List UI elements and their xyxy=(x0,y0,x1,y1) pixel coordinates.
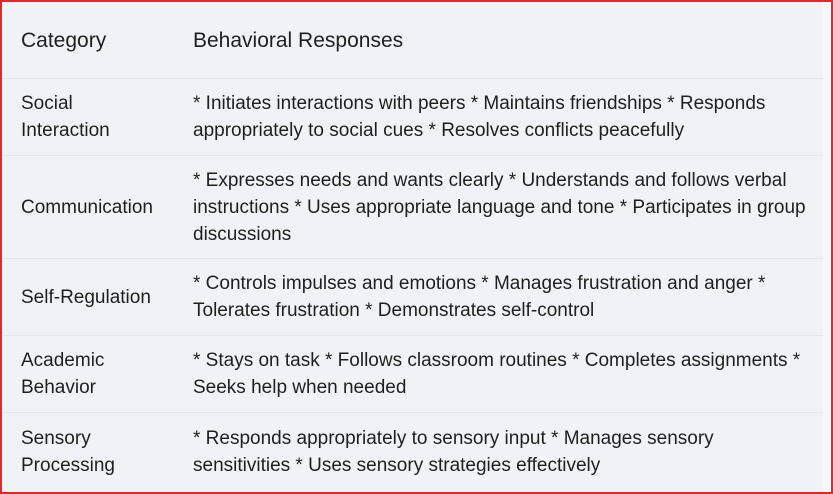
row-category: Self-Regulation xyxy=(21,286,151,308)
row-responses: * Stays on task * Follows classroom rout… xyxy=(193,350,801,398)
row-responses: * Expresses needs and wants clearly * Un… xyxy=(193,169,806,245)
row-category: Social Interaction xyxy=(21,93,110,141)
row-category: Sensory Processing xyxy=(21,427,115,476)
vertical-scrollbar[interactable] xyxy=(823,2,831,492)
header-category: Category xyxy=(21,28,107,52)
row-responses: * Controls impulses and emotions * Manag… xyxy=(193,273,766,321)
row-category: Communication xyxy=(21,196,153,218)
behavior-table: Category Behavioral Responses Social Int… xyxy=(2,2,825,492)
row-category: Academic Behavior xyxy=(21,350,105,398)
table-header-row: Category Behavioral Responses xyxy=(2,2,825,79)
header-behavioral-responses: Behavioral Responses xyxy=(193,28,404,52)
table-row: Social Interaction * Initiates interacti… xyxy=(2,79,825,156)
row-responses: * Responds appropriately to sensory inpu… xyxy=(193,427,714,476)
row-responses: * Initiates interactions with peers * Ma… xyxy=(193,93,766,141)
table-row: Sensory Processing * Responds appropriat… xyxy=(2,413,825,490)
table-row: Academic Behavior * Stays on task * Foll… xyxy=(2,336,825,413)
table-row: Communication * Expresses needs and want… xyxy=(2,156,825,259)
table-row: Self-Regulation * Controls impulses and … xyxy=(2,259,825,336)
